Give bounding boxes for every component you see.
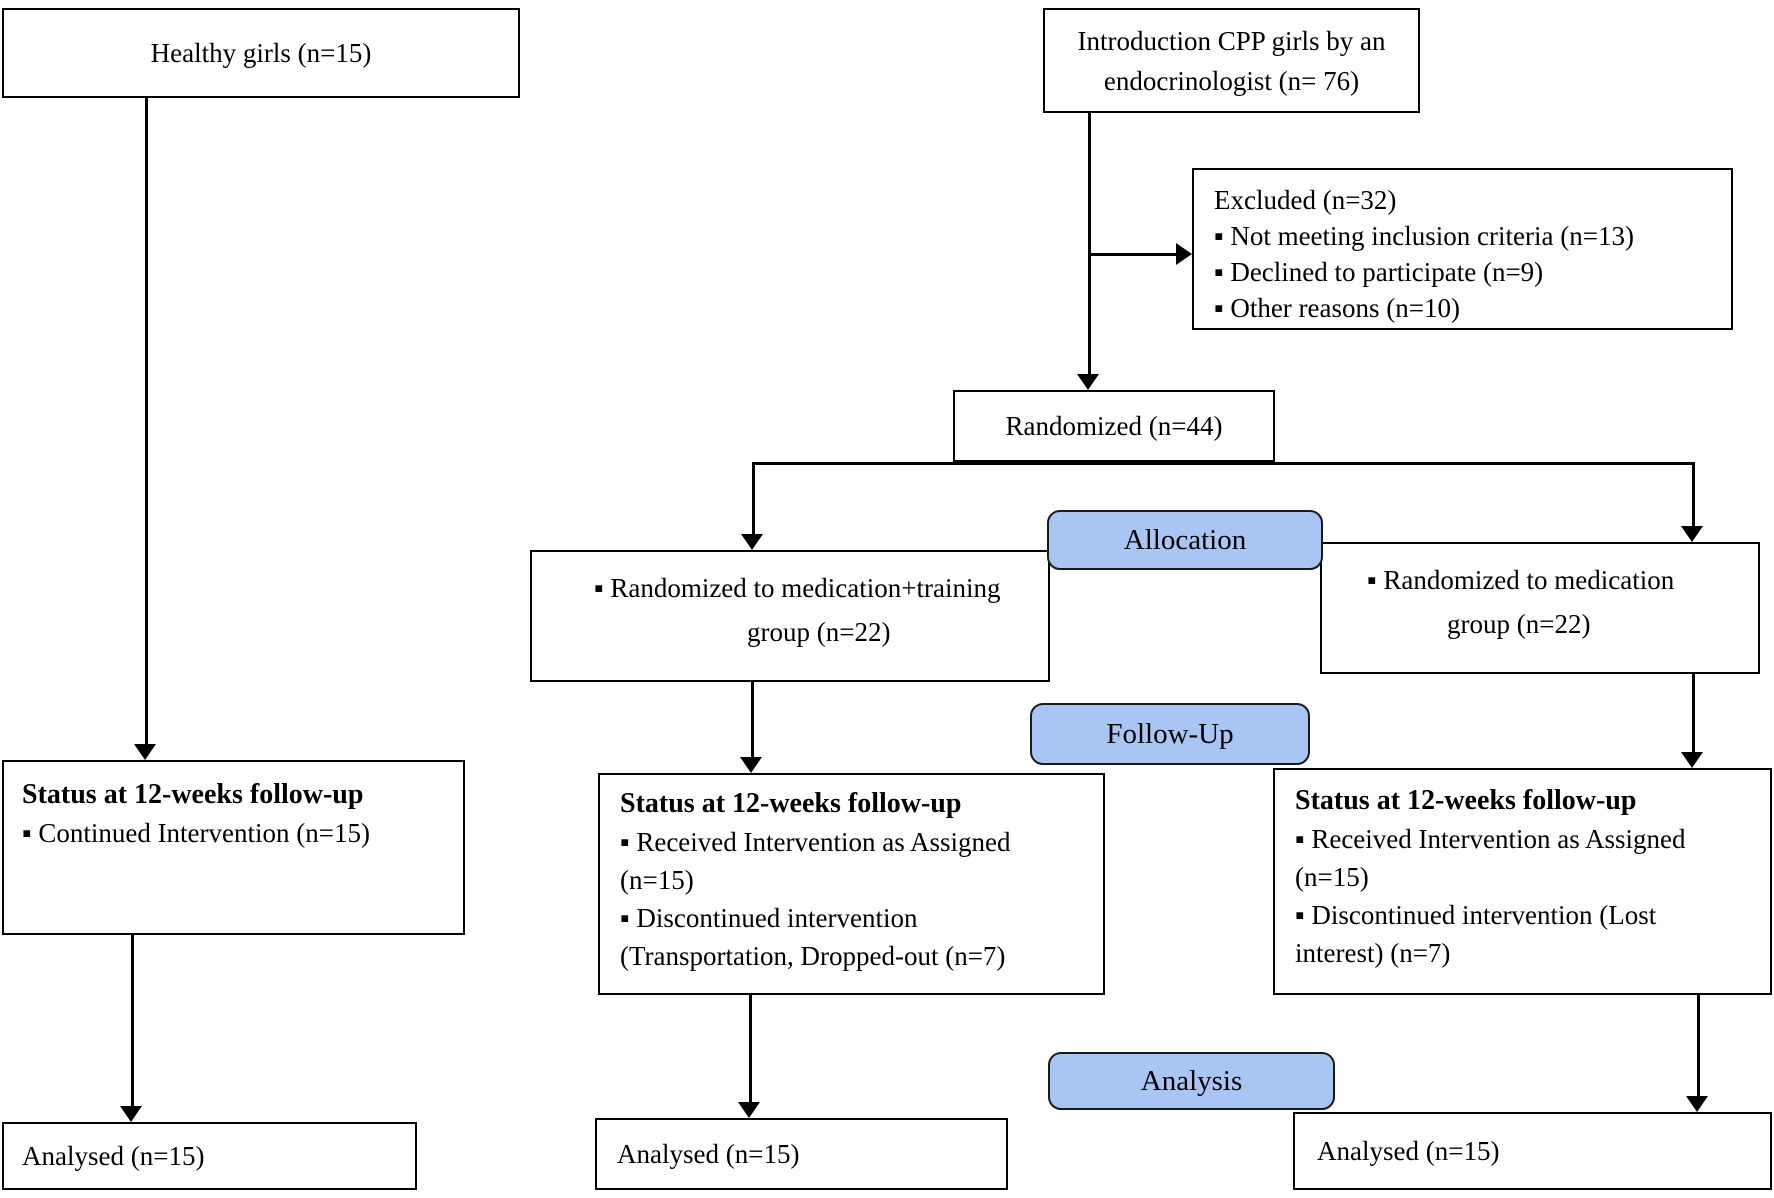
- box-analysed-medication: Analysed (n=15): [1293, 1112, 1772, 1190]
- status-training-item: ▪ Discontinued intervention (Transportat…: [620, 903, 1006, 971]
- analysed-healthy-label: Analysed (n=15): [22, 1141, 205, 1171]
- box-analysed-training: Analysed (n=15): [595, 1118, 1008, 1190]
- line-status-to-analysed-right: [1697, 995, 1700, 1098]
- arrowhead-status-to-analysed-right: [1686, 1096, 1708, 1112]
- alloc-medication-line1: ▪ Randomized to medication: [1367, 565, 1675, 595]
- box-status-medication: Status at 12-weeks follow-up ▪ Received …: [1273, 768, 1772, 995]
- analysed-medication-label: Analysed (n=15): [1317, 1136, 1500, 1166]
- box-excluded: Excluded (n=32) ▪ Not meeting inclusion …: [1192, 168, 1733, 330]
- status-healthy-item: ▪ Continued Intervention (n=15): [22, 818, 370, 848]
- status-healthy-title: Status at 12-weeks follow-up: [22, 779, 364, 810]
- stage-label-followup: Follow-Up: [1030, 703, 1310, 765]
- arrowhead-status-to-analysed-mid: [738, 1102, 760, 1118]
- randomized-label: Randomized (n=44): [1005, 411, 1223, 441]
- arrowhead-status-to-analysed-left: [120, 1106, 142, 1122]
- box-status-healthy: Status at 12-weeks follow-up ▪ Continued…: [2, 760, 465, 935]
- line-to-excluded: [1089, 253, 1177, 256]
- line-branch-to-medication-group: [1692, 462, 1695, 528]
- arrowhead-to-excluded: [1176, 243, 1192, 265]
- analysis-label: Analysis: [1140, 1064, 1243, 1097]
- box-analysed-healthy: Analysed (n=15): [2, 1122, 417, 1190]
- status-training-item: ▪ Received Intervention as Assigned (n=1…: [620, 827, 1011, 895]
- arrowhead-medication-to-status: [1681, 752, 1703, 768]
- arrowhead-introduction-to-randomized: [1077, 374, 1099, 390]
- alloc-training-line2: group (n=22): [747, 617, 891, 647]
- followup-label: Follow-Up: [1106, 717, 1234, 750]
- status-medication-item: ▪ Discontinued intervention (Lost intere…: [1295, 900, 1657, 968]
- branch-line-randomized: [753, 462, 1695, 465]
- stage-label-allocation: Allocation: [1047, 510, 1323, 570]
- line-healthy-to-status: [145, 98, 148, 748]
- status-medication-item: ▪ Received Intervention as Assigned (n=1…: [1295, 824, 1686, 892]
- status-medication-title: Status at 12-weeks follow-up: [1295, 785, 1637, 816]
- alloc-training-line1: ▪ Randomized to medication+training: [594, 573, 1001, 603]
- excluded-item: ▪ Other reasons (n=10): [1214, 293, 1460, 323]
- box-healthy-girls: Healthy girls (n=15): [2, 8, 520, 98]
- line-status-to-analysed-mid: [749, 995, 752, 1104]
- analysed-training-label: Analysed (n=15): [617, 1139, 800, 1169]
- line-medication-to-status: [1692, 672, 1695, 754]
- line-introduction-to-randomized: [1088, 111, 1091, 376]
- box-status-training: Status at 12-weeks follow-up ▪ Received …: [598, 773, 1105, 995]
- box-allocation-training-group: ▪ Randomized to medication+training grou…: [530, 550, 1050, 682]
- introduction-line1: Introduction CPP girls by an: [1077, 25, 1386, 56]
- arrowhead-branch-to-medication-group: [1681, 526, 1703, 542]
- arrowhead-training-to-status: [740, 757, 762, 773]
- stage-label-analysis: Analysis: [1048, 1052, 1335, 1110]
- arrowhead-branch-to-training-group: [741, 534, 763, 550]
- box-randomized: Randomized (n=44): [953, 390, 1275, 462]
- alloc-medication-line2: group (n=22): [1447, 609, 1591, 639]
- arrowhead-healthy-to-status: [134, 744, 156, 760]
- healthy-girls-label: Healthy girls (n=15): [150, 38, 372, 68]
- line-branch-to-training-group: [752, 462, 755, 536]
- introduction-label: Introduction CPP girls by an endocrinolo…: [1078, 21, 1386, 101]
- line-status-to-analysed-left: [131, 935, 134, 1108]
- excluded-title: Excluded (n=32): [1214, 185, 1397, 215]
- box-introduction: Introduction CPP girls by an endocrinolo…: [1043, 8, 1420, 113]
- line-training-to-status: [751, 680, 754, 759]
- introduction-line2: endocrinologist (n= 76): [1103, 65, 1360, 96]
- box-allocation-medication-group: ▪ Randomized to medication group (n=22): [1320, 542, 1760, 674]
- status-training-title: Status at 12-weeks follow-up: [620, 788, 962, 819]
- excluded-item: ▪ Declined to participate (n=9): [1214, 257, 1544, 287]
- excluded-item: ▪ Not meeting inclusion criteria (n=13): [1214, 221, 1634, 251]
- allocation-label: Allocation: [1123, 523, 1247, 556]
